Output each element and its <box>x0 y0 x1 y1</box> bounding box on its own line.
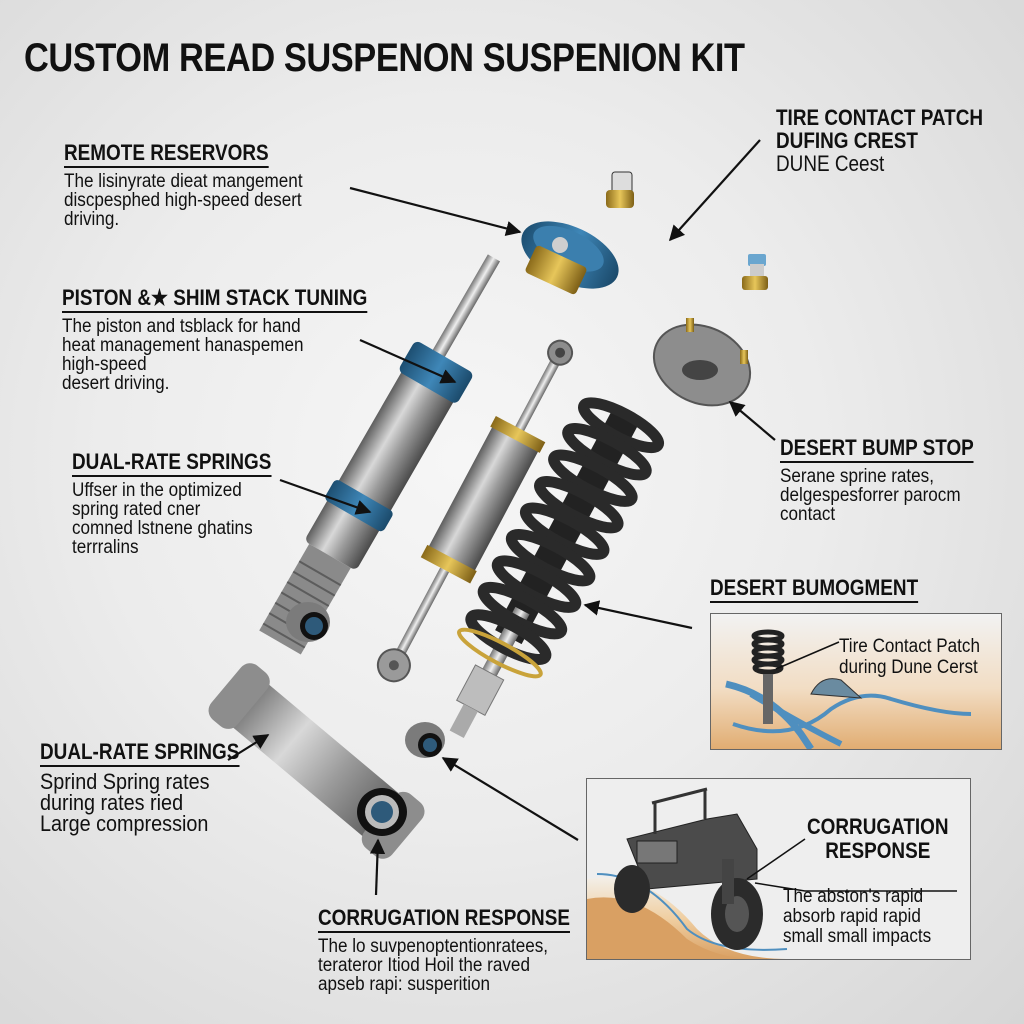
page-title: CUSTOM READ SUSPENON SUSPENION KIT <box>24 36 745 80</box>
coil-spring <box>449 397 665 739</box>
leader-arrows <box>227 139 776 896</box>
callout-line: driving. <box>64 209 120 230</box>
callout-dual-rate-springs-2: DUAL-RATE SPRINGS Sprind Spring rates du… <box>40 740 272 836</box>
arrow-remote-reservoirs <box>349 186 522 236</box>
secondary-shock-body <box>376 339 574 683</box>
callout-corrugation-response: CORRUGATION RESPONSE The lo suvpenoptent… <box>318 906 611 994</box>
callout-body: The lo suvpenoptentionratees, terateror … <box>318 937 582 994</box>
inset-corrugation-truck: CORRUGATION RESPONSE The abston's rapid … <box>586 778 971 960</box>
inset-heading-line: CORRUGATION <box>807 814 949 839</box>
callout-desert-bump-stop: DESERT BUMP STOP Serane sprine rates, de… <box>780 436 1005 524</box>
callout-dual-rate-springs-1: DUAL-RATE SPRINGS Uffser in the optimize… <box>72 450 304 557</box>
callout-line: delgespesforrer parocm <box>780 485 961 506</box>
inset-caption-line: during Dune Cerst <box>839 657 978 678</box>
fitting-blue-right <box>742 254 768 290</box>
callout-line: discpesphed high-speed desert <box>64 190 302 211</box>
callout-heading: DESERT BUMP STOP <box>780 436 974 463</box>
callout-body: The piston and tsblack for hand heat man… <box>62 317 382 393</box>
arrow-desert-bumogment <box>583 600 693 630</box>
inset-dune-illustration <box>725 629 972 749</box>
bump-stop-plate <box>652 318 752 407</box>
callout-line: comned lstnene ghatins <box>72 518 253 539</box>
inset-caption: The abston's rapid absorb rapid rapid sm… <box>783 887 931 947</box>
callout-heading: DESERT BUMOGMENT <box>710 576 919 603</box>
callout-line: The lisinyrate dieat mangement <box>64 171 303 192</box>
callout-heading: DUAL-RATE SPRINGS <box>72 450 272 477</box>
callout-line: during rates ried <box>40 790 184 815</box>
callout-piston-shim: PISTON &★ SHIM STACK TUNING The piston a… <box>62 286 417 393</box>
inset-dune-crest: Tire Contact Patch during Dune Cerst <box>710 613 1002 750</box>
callout-line: terrralins <box>72 537 139 558</box>
sleeve-bushing-end <box>357 788 407 836</box>
callout-line: DUNE Ceest <box>776 151 885 176</box>
arrow-desert-bump-stop <box>728 401 776 441</box>
callout-body: Sprind Spring rates during rates ried La… <box>40 769 249 836</box>
inset-caption-line: Tire Contact Patch <box>839 636 980 657</box>
callout-line: Sprind Spring rates <box>40 769 210 794</box>
callout-body: Serane sprine rates, delgespesforrer par… <box>780 467 983 524</box>
callout-body: Uffser in the optimized spring rated cne… <box>72 481 281 557</box>
callout-remote-reservoirs: REMOTE RESERVORS The lisinyrate dieat ma… <box>64 141 329 229</box>
arrow-corrugation-bottom <box>369 838 386 896</box>
callout-line: spring rated cner <box>72 499 201 520</box>
arrow-tire-contact <box>668 139 761 242</box>
callout-desert-bumogment: DESERT BUMOGMENT <box>710 576 952 603</box>
callout-heading: REMOTE RESERVORS <box>64 141 269 168</box>
bushing-small-right <box>405 722 445 758</box>
inset-caption-line: absorb rapid rapid <box>783 906 921 927</box>
callout-line: terateror Itiod Hoil the raved <box>318 955 530 976</box>
callout-line: The lo suvpenoptentionratees, <box>318 936 549 957</box>
arrow-dual-rate-1 <box>279 478 372 515</box>
callout-line: desert driving. <box>62 373 170 394</box>
callout-line: Large compression <box>40 811 209 836</box>
callout-line: high-speed <box>62 354 147 375</box>
callout-line: TIRE CONTACT PATCH <box>776 105 984 130</box>
blue-adjuster-collar <box>399 341 473 403</box>
top-mount-blue <box>521 221 619 295</box>
inset-truck-illustration <box>587 787 957 959</box>
callout-line: DUFING CREST <box>776 128 918 153</box>
callout-line: Serane sprine rates, <box>780 466 934 487</box>
inset-heading: CORRUGATION RESPONSE <box>807 815 949 863</box>
inset-caption: Tire Contact Patch during Dune Cerst <box>839 636 980 678</box>
callout-heading: CORRUGATION RESPONSE <box>318 906 570 933</box>
main-shock-body <box>259 254 500 655</box>
callout-line: contact <box>780 504 836 525</box>
callout-heading: DUAL-RATE SPRINGS <box>40 740 240 767</box>
arrow-corrugation-inset <box>441 757 579 841</box>
callout-heading: PISTON &★ SHIM STACK TUNING <box>62 286 368 313</box>
callout-line: apseb rapi: susperition <box>318 974 491 995</box>
arrow-piston-shim <box>359 338 457 384</box>
callout-line: heat management hanaspemen <box>62 335 304 356</box>
inset-caption-line: small small impacts <box>783 926 932 947</box>
arrow-dual-rate-2 <box>227 734 270 761</box>
callout-body: The lisinyrate dieat mangement discpesph… <box>64 172 303 229</box>
inset-caption-line: The abston's rapid <box>783 886 924 907</box>
callout-line: Uffser in the optimized <box>72 480 242 501</box>
truck <box>614 787 763 950</box>
bushing-small-left <box>286 602 330 642</box>
inset-heading-line: RESPONSE <box>825 838 931 863</box>
fitting-brass-top <box>606 171 634 208</box>
callout-line: The piston and tsblack for hand <box>62 316 301 337</box>
callout-tire-contact-patch: TIRE CONTACT PATCH DUFING CREST DUNE Cee… <box>776 106 1017 175</box>
